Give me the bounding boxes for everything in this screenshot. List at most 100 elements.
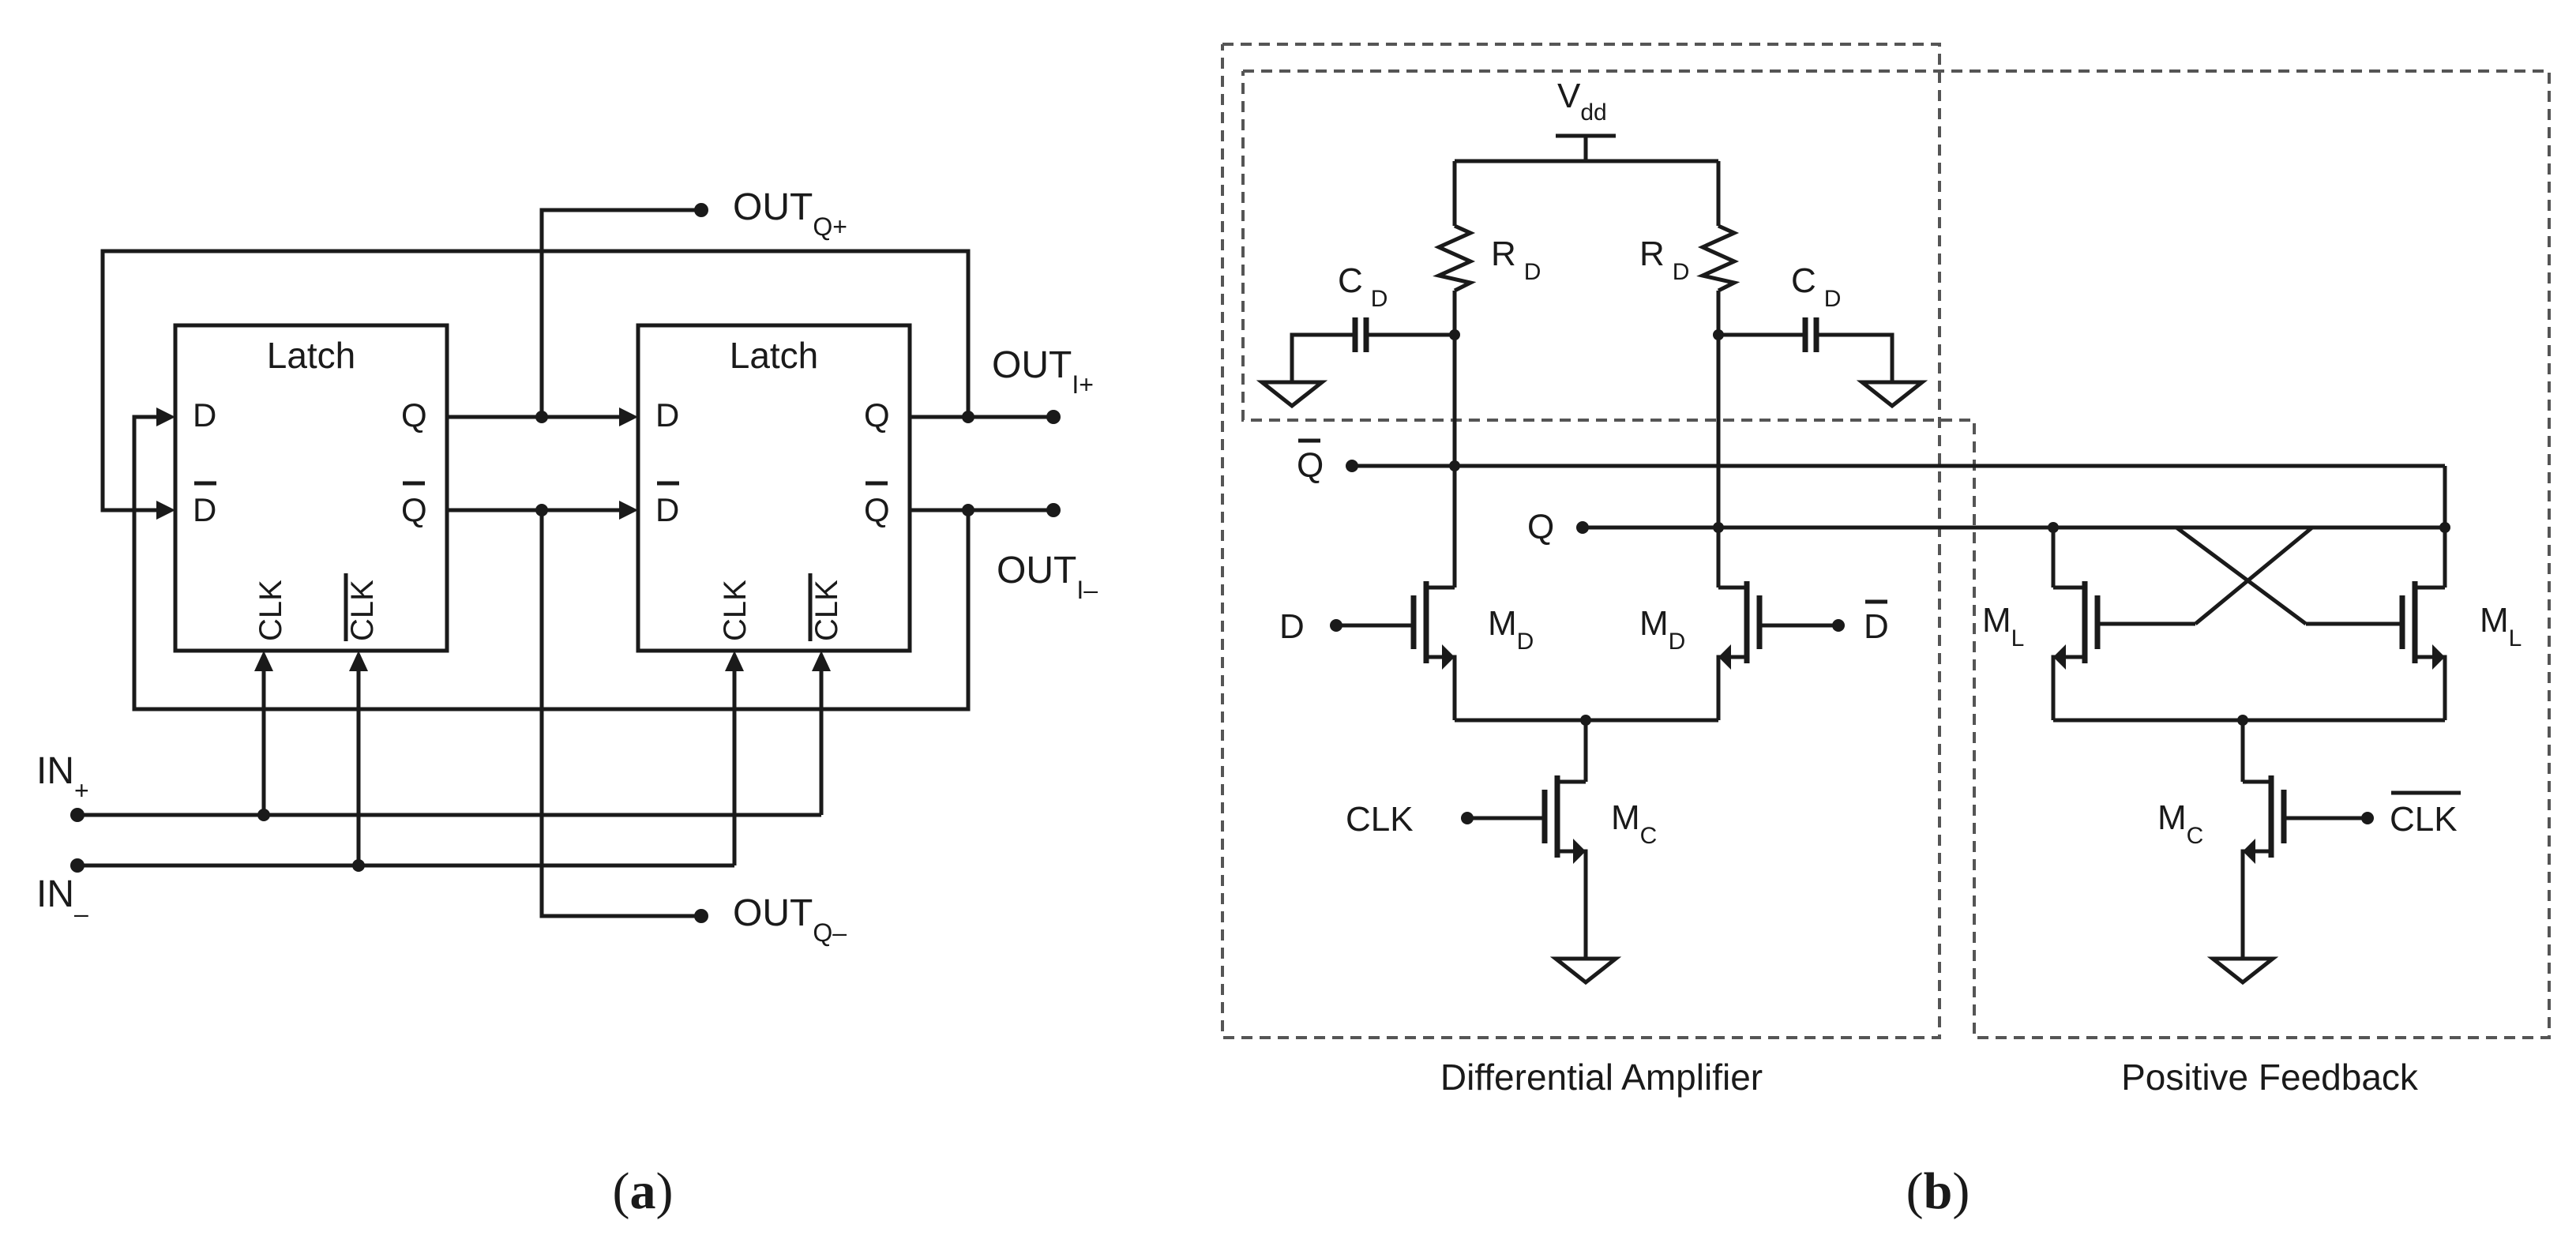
arrow-l1-d [156, 407, 175, 426]
label-qbar: Q [1297, 446, 1324, 485]
mc-right-arrow [2243, 839, 2255, 864]
terminal-dot [1461, 812, 1474, 824]
label-out-i-minus: OUTI– [997, 550, 1098, 604]
label-ml-left: ML [1982, 601, 2024, 651]
latch-1-pin-d: D [193, 396, 216, 434]
wire-out-q-plus [539, 208, 701, 417]
resistor-right [1696, 223, 1740, 293]
mc-right-source [2240, 849, 2271, 959]
wire-cap-left-b [1290, 332, 1355, 382]
resistor-left [1433, 223, 1477, 293]
label-q: Q [1527, 508, 1554, 546]
ground-right [1856, 380, 1928, 409]
panel-a: Latch Latch D D Q Q CLK CLK D D Q Q CLK … [36, 186, 1098, 1220]
ground-mc-left [1549, 956, 1622, 986]
terminal-dot [70, 808, 84, 822]
latch-1-pin-dbar: D [193, 491, 216, 528]
latch-1-title: Latch [267, 335, 356, 376]
label-vdd: Vdd [1557, 77, 1607, 126]
terminal-dot [1330, 619, 1342, 632]
label-clk-in: CLK [1346, 800, 1414, 839]
junction-dot [1449, 329, 1460, 340]
dashed-box-load-inner [1241, 69, 2551, 1039]
label-in-minus: IN– [36, 873, 88, 928]
dashed-box-diff-amp-outer [1221, 43, 1941, 1039]
md-left-arrow [1442, 644, 1455, 670]
terminal-dot [1832, 619, 1845, 632]
ml-right-source [2415, 655, 2447, 720]
caption-a: (a) [613, 1162, 674, 1220]
latch-1-pin-clkbar: CLK [345, 580, 380, 641]
ground-mc-right [2206, 956, 2279, 986]
junction-dot [962, 411, 974, 423]
terminal-dot [1046, 410, 1061, 424]
label-md-left: MD [1488, 604, 1534, 655]
junction-dot [2048, 522, 2059, 533]
md-right-arrow [1718, 644, 1731, 670]
terminal-dot [70, 858, 84, 873]
latch-2-box [636, 323, 912, 653]
md-right-source [1716, 655, 1747, 720]
terminal-dot [1346, 460, 1358, 472]
label-clkbar-in: CLK [2390, 800, 2458, 839]
terminal-dot [2361, 812, 2374, 824]
mc-left-arrow [1573, 839, 1586, 864]
junction-dot [1580, 715, 1591, 726]
junction-dot [535, 504, 548, 516]
junction-dot [2439, 522, 2450, 533]
mc-left-source [1557, 849, 1588, 959]
terminal-dot [1046, 503, 1061, 517]
latch-1-pin-clk: CLK [253, 580, 288, 641]
label-d-in: D [1279, 607, 1305, 646]
wire-out-q-minus [539, 510, 701, 918]
junction-dot [1713, 329, 1724, 340]
latch-2-pin-d: D [655, 396, 679, 434]
terminal-dot [694, 203, 708, 217]
ml-right-arrow [2432, 644, 2445, 670]
arrow-l1-clk [254, 651, 273, 671]
junction-dot [962, 504, 974, 516]
junction-dot [257, 809, 270, 821]
label-in-plus: IN+ [36, 750, 89, 805]
label-ml-right: ML [2480, 601, 2522, 651]
terminal-dot [694, 909, 708, 923]
ml-left-source [2051, 655, 2085, 720]
label-mc-left: MC [1611, 798, 1657, 849]
terminal-dot [1576, 521, 1589, 534]
junction-dot [1449, 460, 1460, 471]
junction-dot [1713, 522, 1724, 533]
label-mc-right: MC [2157, 798, 2203, 849]
cross-couple-a [2053, 525, 2308, 626]
latch-2-pin-dbar: D [655, 491, 679, 528]
arrow-l2-clk [725, 651, 744, 671]
arrow-l2-dbar [619, 501, 638, 520]
latch-2-pin-q: Q [864, 396, 890, 434]
label-md-right: MD [1639, 604, 1685, 655]
latch-2-pin-qbar: Q [864, 491, 890, 528]
latch-1-box [173, 323, 449, 653]
wire-feedback-bottom [132, 415, 971, 711]
cross-couple-b [2194, 525, 2445, 625]
wire-cap-right-b [1816, 332, 1894, 382]
wire-feedback-top [100, 249, 971, 512]
latch-1-pin-qbar: Q [401, 491, 427, 528]
arrow-l1-clkbar [349, 651, 368, 671]
md-left-source [1426, 655, 1457, 720]
latch-2-title: Latch [730, 335, 819, 376]
label-out-q-minus: OUTQ– [733, 892, 847, 947]
arrow-l1-dbar [156, 501, 175, 520]
latch-1-pin-q: Q [401, 396, 427, 434]
latch-2-pin-clkbar: CLK [809, 580, 844, 641]
label-out-i-plus: OUTI+ [992, 344, 1094, 399]
label-positive-feedback: Positive Feedback [2121, 1057, 2419, 1098]
junction-dot [352, 859, 365, 872]
label-out-q-plus: OUTQ+ [733, 186, 847, 241]
caption-b: (b) [1906, 1162, 1970, 1220]
label-dbar-in: D [1864, 607, 1889, 646]
